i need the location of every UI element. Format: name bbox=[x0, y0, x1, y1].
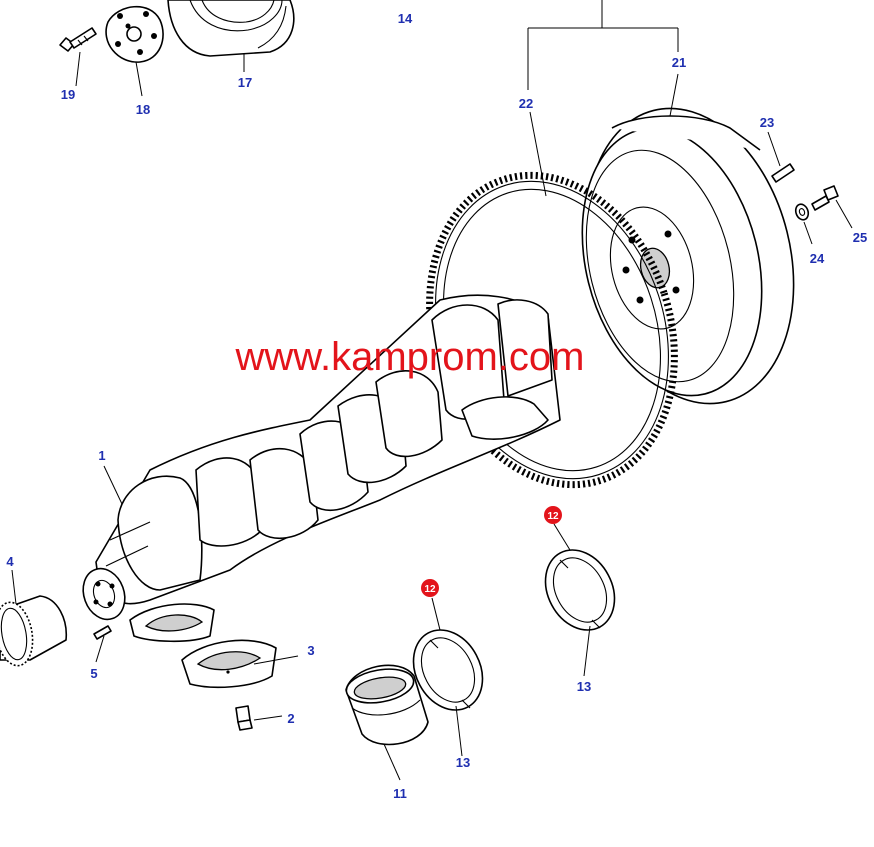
leader-lines bbox=[11, 0, 853, 781]
part-17-pulley bbox=[167, 0, 295, 57]
part-19-bolt bbox=[59, 27, 97, 52]
part-18-damper-plate bbox=[105, 5, 164, 63]
callout-2: 2 bbox=[287, 711, 294, 726]
part-3-thrust-half-lower bbox=[181, 639, 277, 689]
part-11-main-bearing bbox=[345, 664, 429, 746]
part-4-gear bbox=[0, 595, 67, 667]
callout-24: 24 bbox=[810, 251, 825, 266]
callout-17: 17 bbox=[238, 75, 252, 90]
part-13-thrust-washer-upper bbox=[544, 549, 616, 631]
part-1-crankshaft bbox=[82, 294, 561, 621]
part-23-dowel-pin bbox=[771, 163, 795, 183]
callout-25: 25 bbox=[853, 230, 867, 245]
note-badge-12-a: 12 bbox=[421, 579, 439, 597]
part-21-flywheel bbox=[581, 107, 795, 405]
callout-19: 19 bbox=[61, 87, 75, 102]
part-13-thrust-washer-lower bbox=[412, 629, 484, 711]
callout-4: 4 bbox=[6, 554, 14, 569]
callout-3: 3 bbox=[307, 643, 314, 658]
note-badge-12-b-text: 12 bbox=[547, 511, 559, 522]
callout-11: 11 bbox=[393, 786, 407, 801]
part-5-pin bbox=[93, 625, 112, 640]
callout-13-upper: 13 bbox=[577, 679, 591, 694]
note-badge-12-a-text: 12 bbox=[424, 584, 436, 595]
part-3-thrust-half-upper bbox=[129, 603, 215, 643]
part-24-washer bbox=[794, 203, 810, 221]
callout-21: 21 bbox=[672, 55, 686, 70]
callout-1: 1 bbox=[98, 448, 105, 463]
callout-13-lower: 13 bbox=[456, 755, 470, 770]
note-badge-12-b: 12 bbox=[544, 506, 562, 524]
callout-23: 23 bbox=[760, 115, 774, 130]
part-25-bolt bbox=[811, 185, 839, 211]
callout-18: 18 bbox=[136, 102, 150, 117]
callout-22: 22 bbox=[519, 96, 533, 111]
callout-5: 5 bbox=[90, 666, 97, 681]
callout-14: 14 bbox=[398, 11, 413, 26]
part-2-bolt bbox=[235, 705, 253, 731]
watermark: www.kamprom.com bbox=[235, 335, 585, 379]
